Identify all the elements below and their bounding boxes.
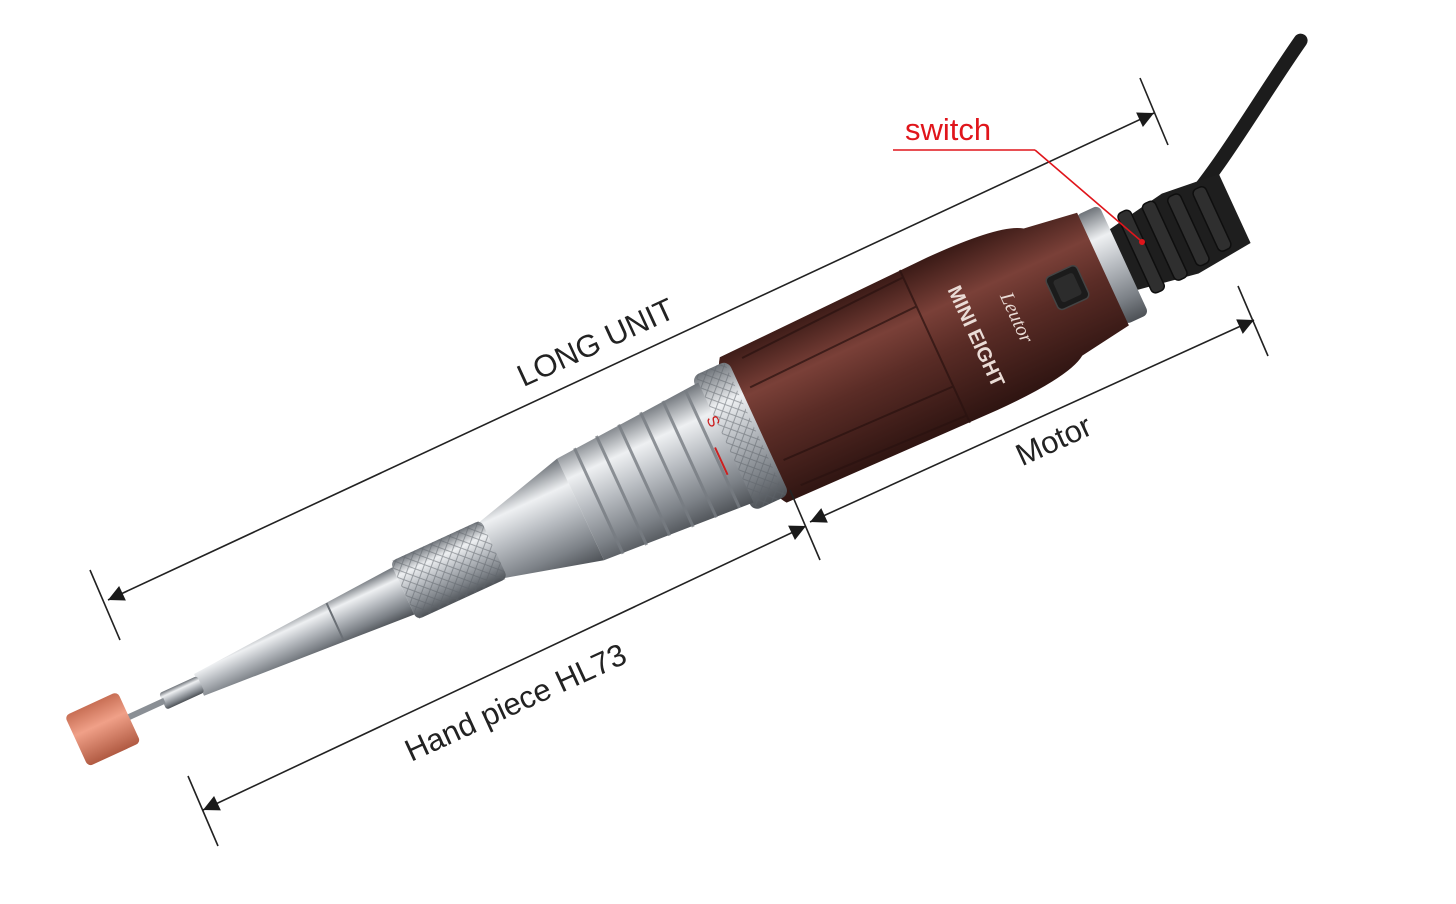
- power-cable: [1173, 33, 1308, 219]
- switch-callout: switch: [893, 112, 1145, 245]
- motor-dim-line: [809, 319, 1255, 523]
- motor-label: Motor: [1010, 408, 1097, 473]
- long-unit-label: LONG UNIT: [512, 291, 680, 393]
- hand-piece-label: Hand piece HL73: [399, 637, 631, 769]
- long-unit-dim-line: [107, 112, 1155, 601]
- hand-piece-dim-line: [202, 525, 807, 811]
- grinder-tool: MINI EIGHT Leutor S: [66, 33, 1308, 766]
- dimension-lines: [89, 77, 1269, 847]
- grinding-bit: [66, 693, 140, 766]
- hand-piece-shaft: [194, 567, 415, 696]
- switch-label: switch: [905, 112, 991, 147]
- collet: [159, 676, 204, 709]
